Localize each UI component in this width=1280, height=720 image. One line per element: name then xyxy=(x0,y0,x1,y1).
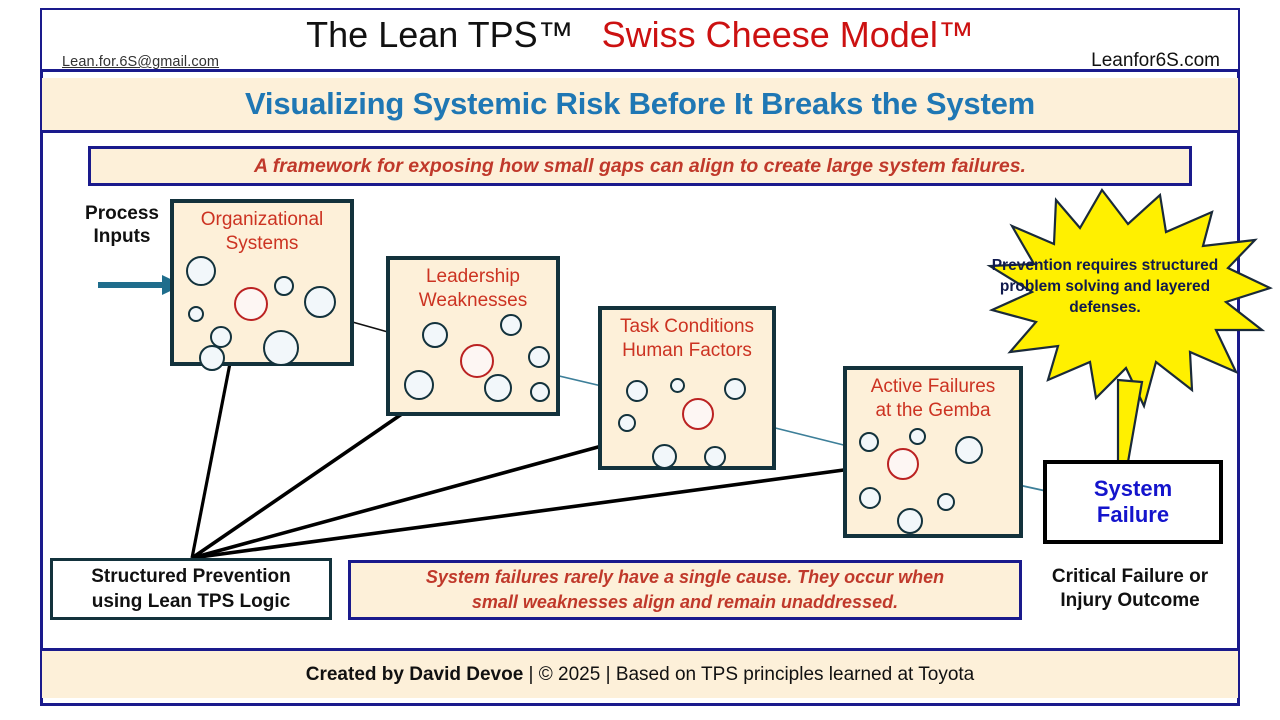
framework-text: A framework for exposing how small gaps … xyxy=(254,154,1026,177)
hole xyxy=(955,436,983,464)
process-inputs-line2: Inputs xyxy=(93,226,151,247)
slice-title-line2: Weaknesses xyxy=(418,290,528,311)
prevention-post: Logic xyxy=(234,591,291,612)
aligned-hole xyxy=(234,287,268,321)
website-link[interactable]: Leanfor6S.com xyxy=(1091,50,1220,71)
aligned-hole xyxy=(887,448,919,480)
subtitle-text: Visualizing Systemic Risk Before It Brea… xyxy=(245,86,1035,121)
hole xyxy=(724,378,746,400)
process-inputs-line1: Process xyxy=(85,203,159,224)
footer-author: Created by David Devoe xyxy=(305,663,524,685)
hole xyxy=(670,378,685,393)
hole xyxy=(704,446,726,468)
starburst-text: Prevention requires structured problem s… xyxy=(991,256,1219,316)
hole xyxy=(909,428,926,445)
prevention-using: using xyxy=(91,591,148,612)
subtitle-band: Visualizing Systemic Risk Before It Brea… xyxy=(42,78,1238,133)
outcome-label: Critical Failure or Injury Outcome xyxy=(1010,565,1250,613)
outcome-line1: Critical Failure or xyxy=(1051,566,1209,587)
slice-title-line2: Human Factors xyxy=(622,340,752,361)
hole xyxy=(859,487,881,509)
footer-rest: | © 2025 | Based on TPS principles learn… xyxy=(523,663,975,685)
structured-prevention-text: Structured Prevention using Lean TPS Log… xyxy=(91,564,291,614)
prevention-tps: TPS xyxy=(197,591,235,612)
hole xyxy=(263,330,299,366)
header-bar: The Lean TPS™ Swiss Cheese Model™ Lean.f… xyxy=(42,10,1238,72)
slice-leadership-weaknesses[interactable]: Leadership Weaknesses xyxy=(386,256,560,416)
hole xyxy=(626,380,648,402)
hole xyxy=(304,286,336,318)
hole xyxy=(210,326,232,348)
slice-title: Leadership Weaknesses xyxy=(390,265,556,313)
hole xyxy=(404,370,434,400)
footer-bar: Created by David Devoe | © 2025 | Based … xyxy=(42,648,1238,698)
slice-title-line1: Leadership xyxy=(425,266,521,287)
hole xyxy=(618,414,636,432)
hole xyxy=(188,306,204,322)
bottom-note-box: System failures rarely have a single cau… xyxy=(348,560,1022,620)
aligned-hole xyxy=(682,398,714,430)
title-black-part: The Lean TPS™ xyxy=(306,14,574,55)
hole xyxy=(422,322,448,348)
prevention-line1: Structured Prevention xyxy=(91,566,291,587)
hole xyxy=(897,508,923,534)
slice-title-line1: Task Conditions xyxy=(619,316,755,337)
footer-text: Created by David Devoe | © 2025 | Based … xyxy=(306,664,974,686)
hole xyxy=(652,444,677,469)
system-failure-line2: Failure xyxy=(1096,502,1170,527)
title-red-part: Swiss Cheese Model™ xyxy=(601,14,974,55)
hole xyxy=(859,432,879,452)
hole xyxy=(530,382,550,402)
system-failure-line1: System xyxy=(1093,476,1173,501)
slice-title-line2: at the Gemba xyxy=(875,400,991,421)
hole xyxy=(186,256,216,286)
starburst-callout: Prevention requires structured problem s… xyxy=(930,186,1280,386)
hole xyxy=(484,374,512,402)
system-failure-text: System Failure xyxy=(1094,476,1172,528)
process-inputs-label: Process Inputs xyxy=(62,202,182,248)
framework-callout: A framework for exposing how small gaps … xyxy=(88,146,1192,186)
hole xyxy=(274,276,294,296)
slice-title-line1: Organizational xyxy=(200,209,324,230)
bottom-note-line1: System failures rarely have a single cau… xyxy=(425,567,945,587)
slice-title: Task Conditions Human Factors xyxy=(602,315,772,363)
hole xyxy=(528,346,550,368)
prevention-lean: Lean xyxy=(147,591,193,612)
bottom-note-line2: small weaknesses align and remain unaddr… xyxy=(471,592,899,612)
slice-task-conditions[interactable]: Task Conditions Human Factors xyxy=(598,306,776,470)
structured-prevention-box[interactable]: Structured Prevention using Lean TPS Log… xyxy=(50,558,332,620)
bottom-note-text: System failures rarely have a single cau… xyxy=(426,565,944,615)
outcome-line2: Injury Outcome xyxy=(1060,590,1200,611)
contact-email[interactable]: Lean.for.6S@gmail.com xyxy=(62,54,220,70)
slice-title-line2: Systems xyxy=(225,233,299,254)
hole xyxy=(937,493,955,511)
slice-title: Organizational Systems xyxy=(174,208,350,256)
slice-active-failures[interactable]: Active Failures at the Gemba xyxy=(843,366,1023,538)
hole xyxy=(199,345,225,371)
system-failure-box[interactable]: System Failure xyxy=(1043,460,1223,544)
aligned-hole xyxy=(460,344,494,378)
page-title: The Lean TPS™ Swiss Cheese Model™ xyxy=(42,13,1238,57)
hole xyxy=(500,314,522,336)
slice-organizational-systems[interactable]: Organizational Systems xyxy=(170,199,354,371)
